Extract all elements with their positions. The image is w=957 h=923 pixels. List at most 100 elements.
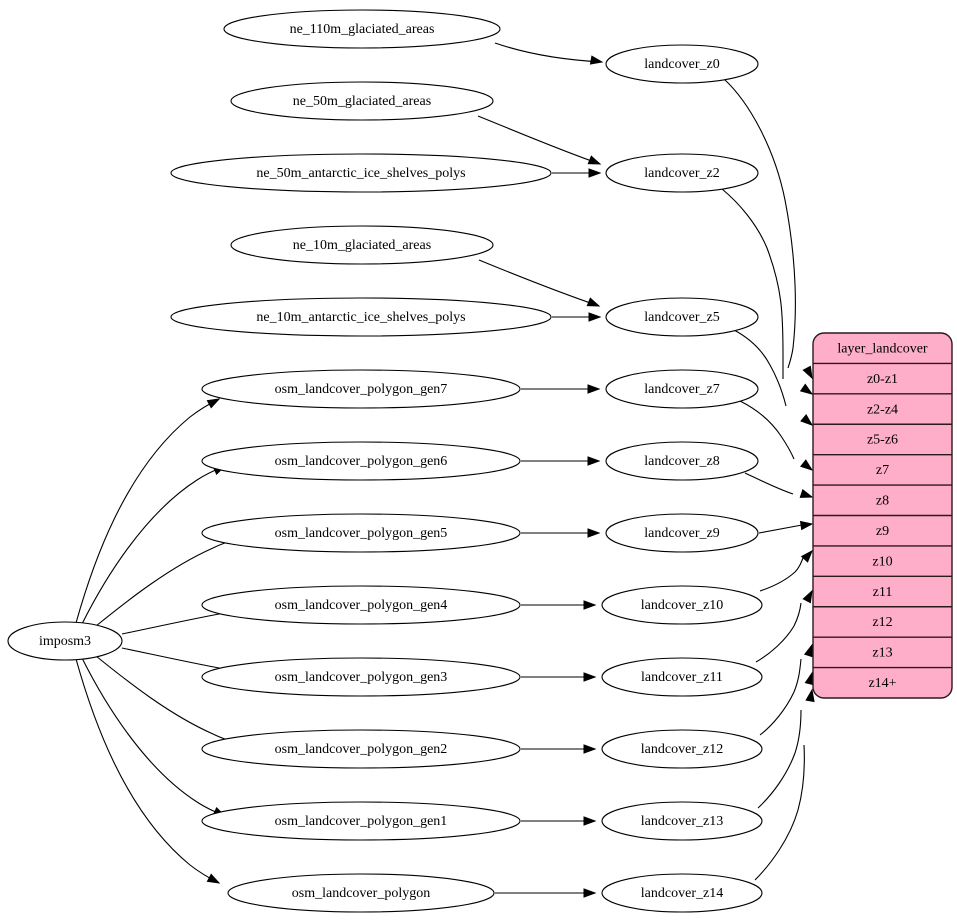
node-ellipse-osm_landcover_polygon_gen3 xyxy=(201,657,521,697)
node-landcover_z12[interactable]: landcover_z12 xyxy=(601,729,763,769)
node-landcover_z14[interactable]: landcover_z14 xyxy=(601,873,763,913)
edge-ne_50m_glaciated_areas-to-landcover_z2 xyxy=(477,115,601,165)
arrowhead-23 xyxy=(800,413,814,426)
edge-imposm3-to-osm_landcover_polygon_gen1 xyxy=(81,657,226,817)
node-ne_50m_antarctic_ice_shelves_polys[interactable]: ne_50m_antarctic_ice_shelves_polys xyxy=(170,153,552,193)
node-osm_landcover_polygon[interactable]: osm_landcover_polygon xyxy=(227,873,495,913)
node-label-osm_landcover_polygon_gen3: osm_landcover_polygon_gen3 xyxy=(275,670,448,685)
node-ellipse-ne_50m_glaciated_areas xyxy=(230,81,494,121)
arrowhead-8 xyxy=(583,600,597,610)
edge-ne_10m_glaciated_areas-to-landcover_z5 xyxy=(478,259,600,307)
node-osm_landcover_polygon_gen4[interactable]: osm_landcover_polygon_gen4 xyxy=(201,585,521,625)
table-row-label-z2-z4: z2-z4 xyxy=(867,402,898,417)
node-osm_landcover_polygon_gen1[interactable]: osm_landcover_polygon_gen1 xyxy=(201,801,521,841)
node-landcover_z10[interactable]: landcover_z10 xyxy=(601,585,763,625)
node-label-landcover_z2: landcover_z2 xyxy=(644,166,719,181)
node-landcover_z8[interactable]: landcover_z8 xyxy=(605,441,759,481)
edge-ne_110m_glaciated_areas-to-landcover_z0 xyxy=(494,42,603,63)
layer-landcover-table: layer_landcoverz0-z1z2-z4z5-z6z7z8z9z10z… xyxy=(812,332,953,699)
node-landcover_z9[interactable]: landcover_z9 xyxy=(605,513,759,553)
table-row-label-z0-z1: z0-z1 xyxy=(867,372,898,387)
node-label-osm_landcover_polygon_gen7: osm_landcover_polygon_gen7 xyxy=(275,382,448,397)
node-label-landcover_z10: landcover_z10 xyxy=(641,598,723,613)
node-ellipse-osm_landcover_polygon_gen4 xyxy=(201,585,521,625)
node-label-landcover_z8: landcover_z8 xyxy=(644,454,719,469)
edge-imposm3-to-osm_landcover_polygon_gen6 xyxy=(81,465,226,625)
node-ellipse-landcover_z12 xyxy=(601,729,763,769)
arrowhead-20 xyxy=(206,873,221,884)
node-ellipse-imposm3 xyxy=(7,621,123,661)
arrowhead-9 xyxy=(583,672,597,682)
node-ellipse-landcover_z10 xyxy=(601,585,763,625)
node-landcover_z5[interactable]: landcover_z5 xyxy=(605,297,759,337)
edge-landcover_z10-to-table_row_6 xyxy=(759,557,804,592)
node-landcover_z0[interactable]: landcover_z0 xyxy=(605,44,759,84)
node-ellipse-osm_landcover_polygon_gen6 xyxy=(201,441,521,481)
table-row-label-z7: z7 xyxy=(876,463,889,478)
arrowhead-3 xyxy=(586,297,601,307)
node-label-osm_landcover_polygon_gen4: osm_landcover_polygon_gen4 xyxy=(275,598,448,613)
node-label-osm_landcover_polygon_gen1: osm_landcover_polygon_gen1 xyxy=(275,814,448,829)
node-ellipse-ne_110m_glaciated_areas xyxy=(223,9,501,49)
table-row-label-z5-z6: z5-z6 xyxy=(867,433,898,448)
arrowhead-28 xyxy=(802,589,813,604)
node-landcover_z13[interactable]: landcover_z13 xyxy=(601,801,763,841)
edge-landcover_z13-to-table_row_9 xyxy=(757,709,802,809)
node-osm_landcover_polygon_gen3[interactable]: osm_landcover_polygon_gen3 xyxy=(201,657,521,697)
node-ellipse-landcover_z7 xyxy=(605,369,759,409)
node-label-landcover_z12: landcover_z12 xyxy=(641,742,723,757)
node-ellipse-landcover_z2 xyxy=(605,153,759,193)
arrowhead-31 xyxy=(805,688,815,703)
node-ne_110m_glaciated_areas[interactable]: ne_110m_glaciated_areas xyxy=(223,9,501,49)
node-ellipse-landcover_z8 xyxy=(605,441,759,481)
node-osm_landcover_polygon_gen2[interactable]: osm_landcover_polygon_gen2 xyxy=(201,729,521,769)
table-row-label-z12: z12 xyxy=(872,615,892,630)
node-label-landcover_z13: landcover_z13 xyxy=(641,814,723,829)
node-label-ne_50m_glaciated_areas: ne_50m_glaciated_areas xyxy=(293,94,431,109)
node-ellipse-landcover_z5 xyxy=(605,297,759,337)
node-osm_landcover_polygon_gen6[interactable]: osm_landcover_polygon_gen6 xyxy=(201,441,521,481)
node-landcover_z7[interactable]: landcover_z7 xyxy=(605,369,759,409)
edge-landcover_z9-to-table_row_5 xyxy=(758,524,803,534)
node-landcover_z2[interactable]: landcover_z2 xyxy=(605,153,759,193)
node-ellipse-landcover_z13 xyxy=(601,801,763,841)
node-ellipse-osm_landcover_polygon xyxy=(227,873,495,913)
node-ellipse-osm_landcover_polygon_gen2 xyxy=(201,729,521,769)
edge-landcover_z8-to-table_row_4 xyxy=(744,472,794,495)
edge-imposm3-to-osm_landcover_polygon_gen7 xyxy=(75,398,220,624)
node-label-osm_landcover_polygon_gen5: osm_landcover_polygon_gen5 xyxy=(275,526,448,541)
arrowhead-10 xyxy=(583,744,597,754)
table-header-label: layer_landcover xyxy=(837,341,928,356)
node-label-landcover_z7: landcover_z7 xyxy=(644,382,719,397)
node-ne_50m_glaciated_areas[interactable]: ne_50m_glaciated_areas xyxy=(230,81,494,121)
node-label-osm_landcover_polygon: osm_landcover_polygon xyxy=(292,886,430,901)
node-label-ne_10m_glaciated_areas: ne_10m_glaciated_areas xyxy=(293,238,431,253)
node-ellipse-landcover_z9 xyxy=(605,513,759,553)
arrowhead-6 xyxy=(587,456,601,466)
node-ellipse-osm_landcover_polygon_gen5 xyxy=(201,513,521,553)
arrowhead-26 xyxy=(799,520,814,531)
node-label-ne_10m_antarctic_ice_shelves_polys: ne_10m_antarctic_ice_shelves_polys xyxy=(256,310,465,325)
edge-landcover_z11-to-table_row_7 xyxy=(755,602,802,663)
node-ellipse-ne_10m_glaciated_areas xyxy=(230,225,494,265)
node-label-ne_110m_glaciated_areas: ne_110m_glaciated_areas xyxy=(290,22,435,37)
node-osm_landcover_polygon_gen5[interactable]: osm_landcover_polygon_gen5 xyxy=(201,513,521,553)
node-imposm3[interactable]: imposm3 xyxy=(7,621,123,661)
arrowhead-27 xyxy=(800,549,813,563)
node-ellipse-ne_50m_antarctic_ice_shelves_polys xyxy=(170,153,552,193)
node-label-osm_landcover_polygon_gen6: osm_landcover_polygon_gen6 xyxy=(275,454,448,469)
arrowhead-1 xyxy=(587,155,602,165)
node-ne_10m_glaciated_areas[interactable]: ne_10m_glaciated_areas xyxy=(230,225,494,265)
node-label-osm_landcover_polygon_gen2: osm_landcover_polygon_gen2 xyxy=(275,742,448,757)
edge-landcover_z5-to-table_row_2 xyxy=(733,329,787,407)
node-ellipse-osm_landcover_polygon_gen7 xyxy=(201,369,521,409)
edge-landcover_z14-to-table_row_10 xyxy=(754,744,805,881)
node-ne_10m_antarctic_ice_shelves_polys[interactable]: ne_10m_antarctic_ice_shelves_polys xyxy=(170,297,552,337)
node-ellipse-landcover_z11 xyxy=(601,657,763,697)
node-landcover_z11[interactable]: landcover_z11 xyxy=(601,657,763,697)
edge-landcover_z7-to-table_row_3 xyxy=(739,400,795,460)
node-label-landcover_z9: landcover_z9 xyxy=(644,526,719,541)
node-osm_landcover_polygon_gen7[interactable]: osm_landcover_polygon_gen7 xyxy=(201,369,521,409)
arrowhead-22 xyxy=(799,383,814,395)
